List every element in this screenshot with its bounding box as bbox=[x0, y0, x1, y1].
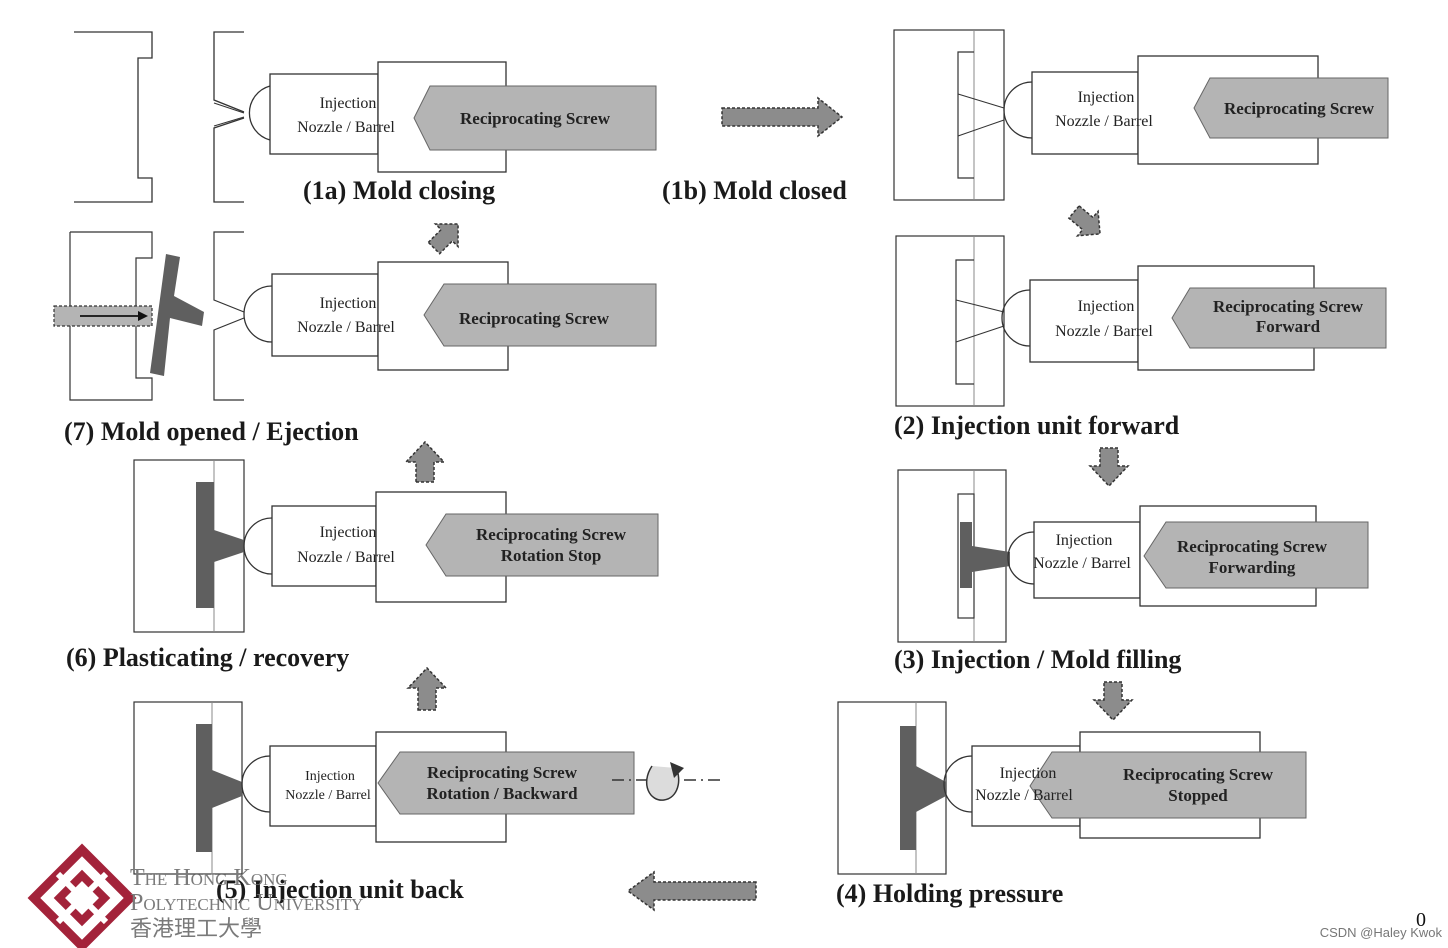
stage-3-nozzle-barrel-label: Nozzle / Barrel bbox=[1033, 555, 1131, 572]
page-number: 0 bbox=[1416, 909, 1426, 931]
logo-line-3: 香港理工大學 bbox=[130, 916, 262, 941]
rotation-icon bbox=[646, 762, 684, 801]
stage-4-screw-label-1: Reciprocating Screw bbox=[1123, 765, 1274, 784]
stage-3-injection-label: Injection bbox=[1056, 532, 1113, 549]
stage-3-diagram: Injection Nozzle / Barrel Reciprocating … bbox=[894, 469, 1369, 674]
stage-6-screw-label-2: Rotation Stop bbox=[501, 546, 602, 565]
stage-6-screw-label-1: Reciprocating Screw bbox=[476, 525, 627, 544]
stage-6-diagram: Injection Nozzle / Barrel Reciprocating … bbox=[66, 459, 659, 672]
stage-4-caption: (4) Holding pressure bbox=[836, 879, 1063, 908]
arrow-4-to-5 bbox=[626, 870, 757, 912]
ejector-pin bbox=[53, 305, 153, 327]
logo-line-2: Polytechnic University bbox=[130, 890, 363, 916]
stage-1b-caption: (1b) Mold closed bbox=[662, 176, 847, 205]
stage-6-injection-label: Injection bbox=[320, 524, 377, 541]
stage-4-injection-label: Injection bbox=[1000, 765, 1057, 782]
stage-6-nozzle-barrel-label: Nozzle / Barrel bbox=[297, 549, 395, 566]
watermark: CSDN @Haley Kwok bbox=[1319, 925, 1442, 940]
stage-7-diagram: Injection Nozzle / Barrel Reciprocating … bbox=[53, 231, 657, 446]
stage-7-nozzle-barrel-label: Nozzle / Barrel bbox=[297, 319, 395, 336]
stage-7-caption: (7) Mold opened / Ejection bbox=[64, 417, 359, 446]
stage-2-diagram: Injection Nozzle / Barrel Reciprocating … bbox=[894, 235, 1387, 440]
stage-1b-screw-label: Reciprocating Screw bbox=[1224, 99, 1375, 118]
stage-2-screw-label-2: Forward bbox=[1256, 317, 1321, 336]
stage-4-screw-label-2: Stopped bbox=[1168, 786, 1228, 805]
stage-1b-nozzle-barrel-label: Nozzle / Barrel bbox=[1055, 113, 1153, 130]
stage-7-injection-label: Injection bbox=[320, 295, 377, 312]
arrow-1b-to-2 bbox=[1067, 204, 1101, 237]
stage-1a-screw-label: Reciprocating Screw bbox=[460, 109, 611, 128]
arrow-7-to-1a bbox=[427, 223, 459, 255]
polyu-logo: The Hong Kong Polytechnic University 香港理… bbox=[27, 843, 363, 948]
stage-4-nozzle-barrel-label: Nozzle / Barrel bbox=[975, 787, 1073, 804]
arrow-5-to-6 bbox=[406, 666, 448, 711]
stage-1a-diagram: Injection Nozzle / Barrel Reciprocating … bbox=[73, 31, 657, 205]
stage-5-caption: (5) Injection unit back bbox=[216, 875, 464, 904]
stage-4-diagram: Injection Nozzle / Barrel Reciprocating … bbox=[836, 701, 1307, 908]
stage-3-screw-label-1: Reciprocating Screw bbox=[1177, 537, 1328, 556]
arrow-2-to-3 bbox=[1088, 447, 1130, 488]
stage-5-screw-label-1: Reciprocating Screw bbox=[427, 763, 578, 782]
stage-5-diagram: Injection Nozzle / Barrel Reciprocating … bbox=[133, 701, 724, 904]
stage-6-caption: (6) Plasticating / recovery bbox=[66, 643, 349, 672]
stage-1a-injection-label: Injection bbox=[320, 95, 377, 112]
ejected-part bbox=[150, 254, 204, 376]
stage-2-screw-label-1: Reciprocating Screw bbox=[1213, 297, 1364, 316]
stage-1a-screw bbox=[413, 85, 657, 151]
stage-3-caption: (3) Injection / Mold filling bbox=[894, 645, 1181, 674]
logo-line-1: The Hong Kong bbox=[130, 865, 288, 891]
stage-2-nozzle-barrel-label: Nozzle / Barrel bbox=[1055, 323, 1153, 340]
stage-5-injection-label: Injection bbox=[305, 769, 355, 784]
stage-7-screw-label: Reciprocating Screw bbox=[459, 309, 610, 328]
stage-1b-injection-label: Injection bbox=[1078, 89, 1135, 106]
arrow-6-to-7 bbox=[404, 440, 446, 483]
arrow-1a-to-1b bbox=[721, 96, 844, 138]
stage-1a-nozzle-barrel-label: Nozzle / Barrel bbox=[297, 119, 395, 136]
arrow-3-to-4 bbox=[1092, 681, 1134, 722]
stage-5-nozzle-barrel-label: Nozzle / Barrel bbox=[285, 788, 371, 803]
stage-2-injection-label: Injection bbox=[1078, 298, 1135, 315]
stage-1a-caption: (1a) Mold closing bbox=[303, 176, 495, 205]
stage-5-screw-label-2: Rotation / Backward bbox=[426, 784, 578, 803]
polyu-logo-mark bbox=[27, 843, 137, 948]
stage-3-screw-label-2: Forwarding bbox=[1209, 558, 1296, 577]
stage-1b-diagram: Injection Nozzle / Barrel Reciprocating … bbox=[662, 29, 1389, 205]
stage-2-caption: (2) Injection unit forward bbox=[894, 411, 1180, 440]
